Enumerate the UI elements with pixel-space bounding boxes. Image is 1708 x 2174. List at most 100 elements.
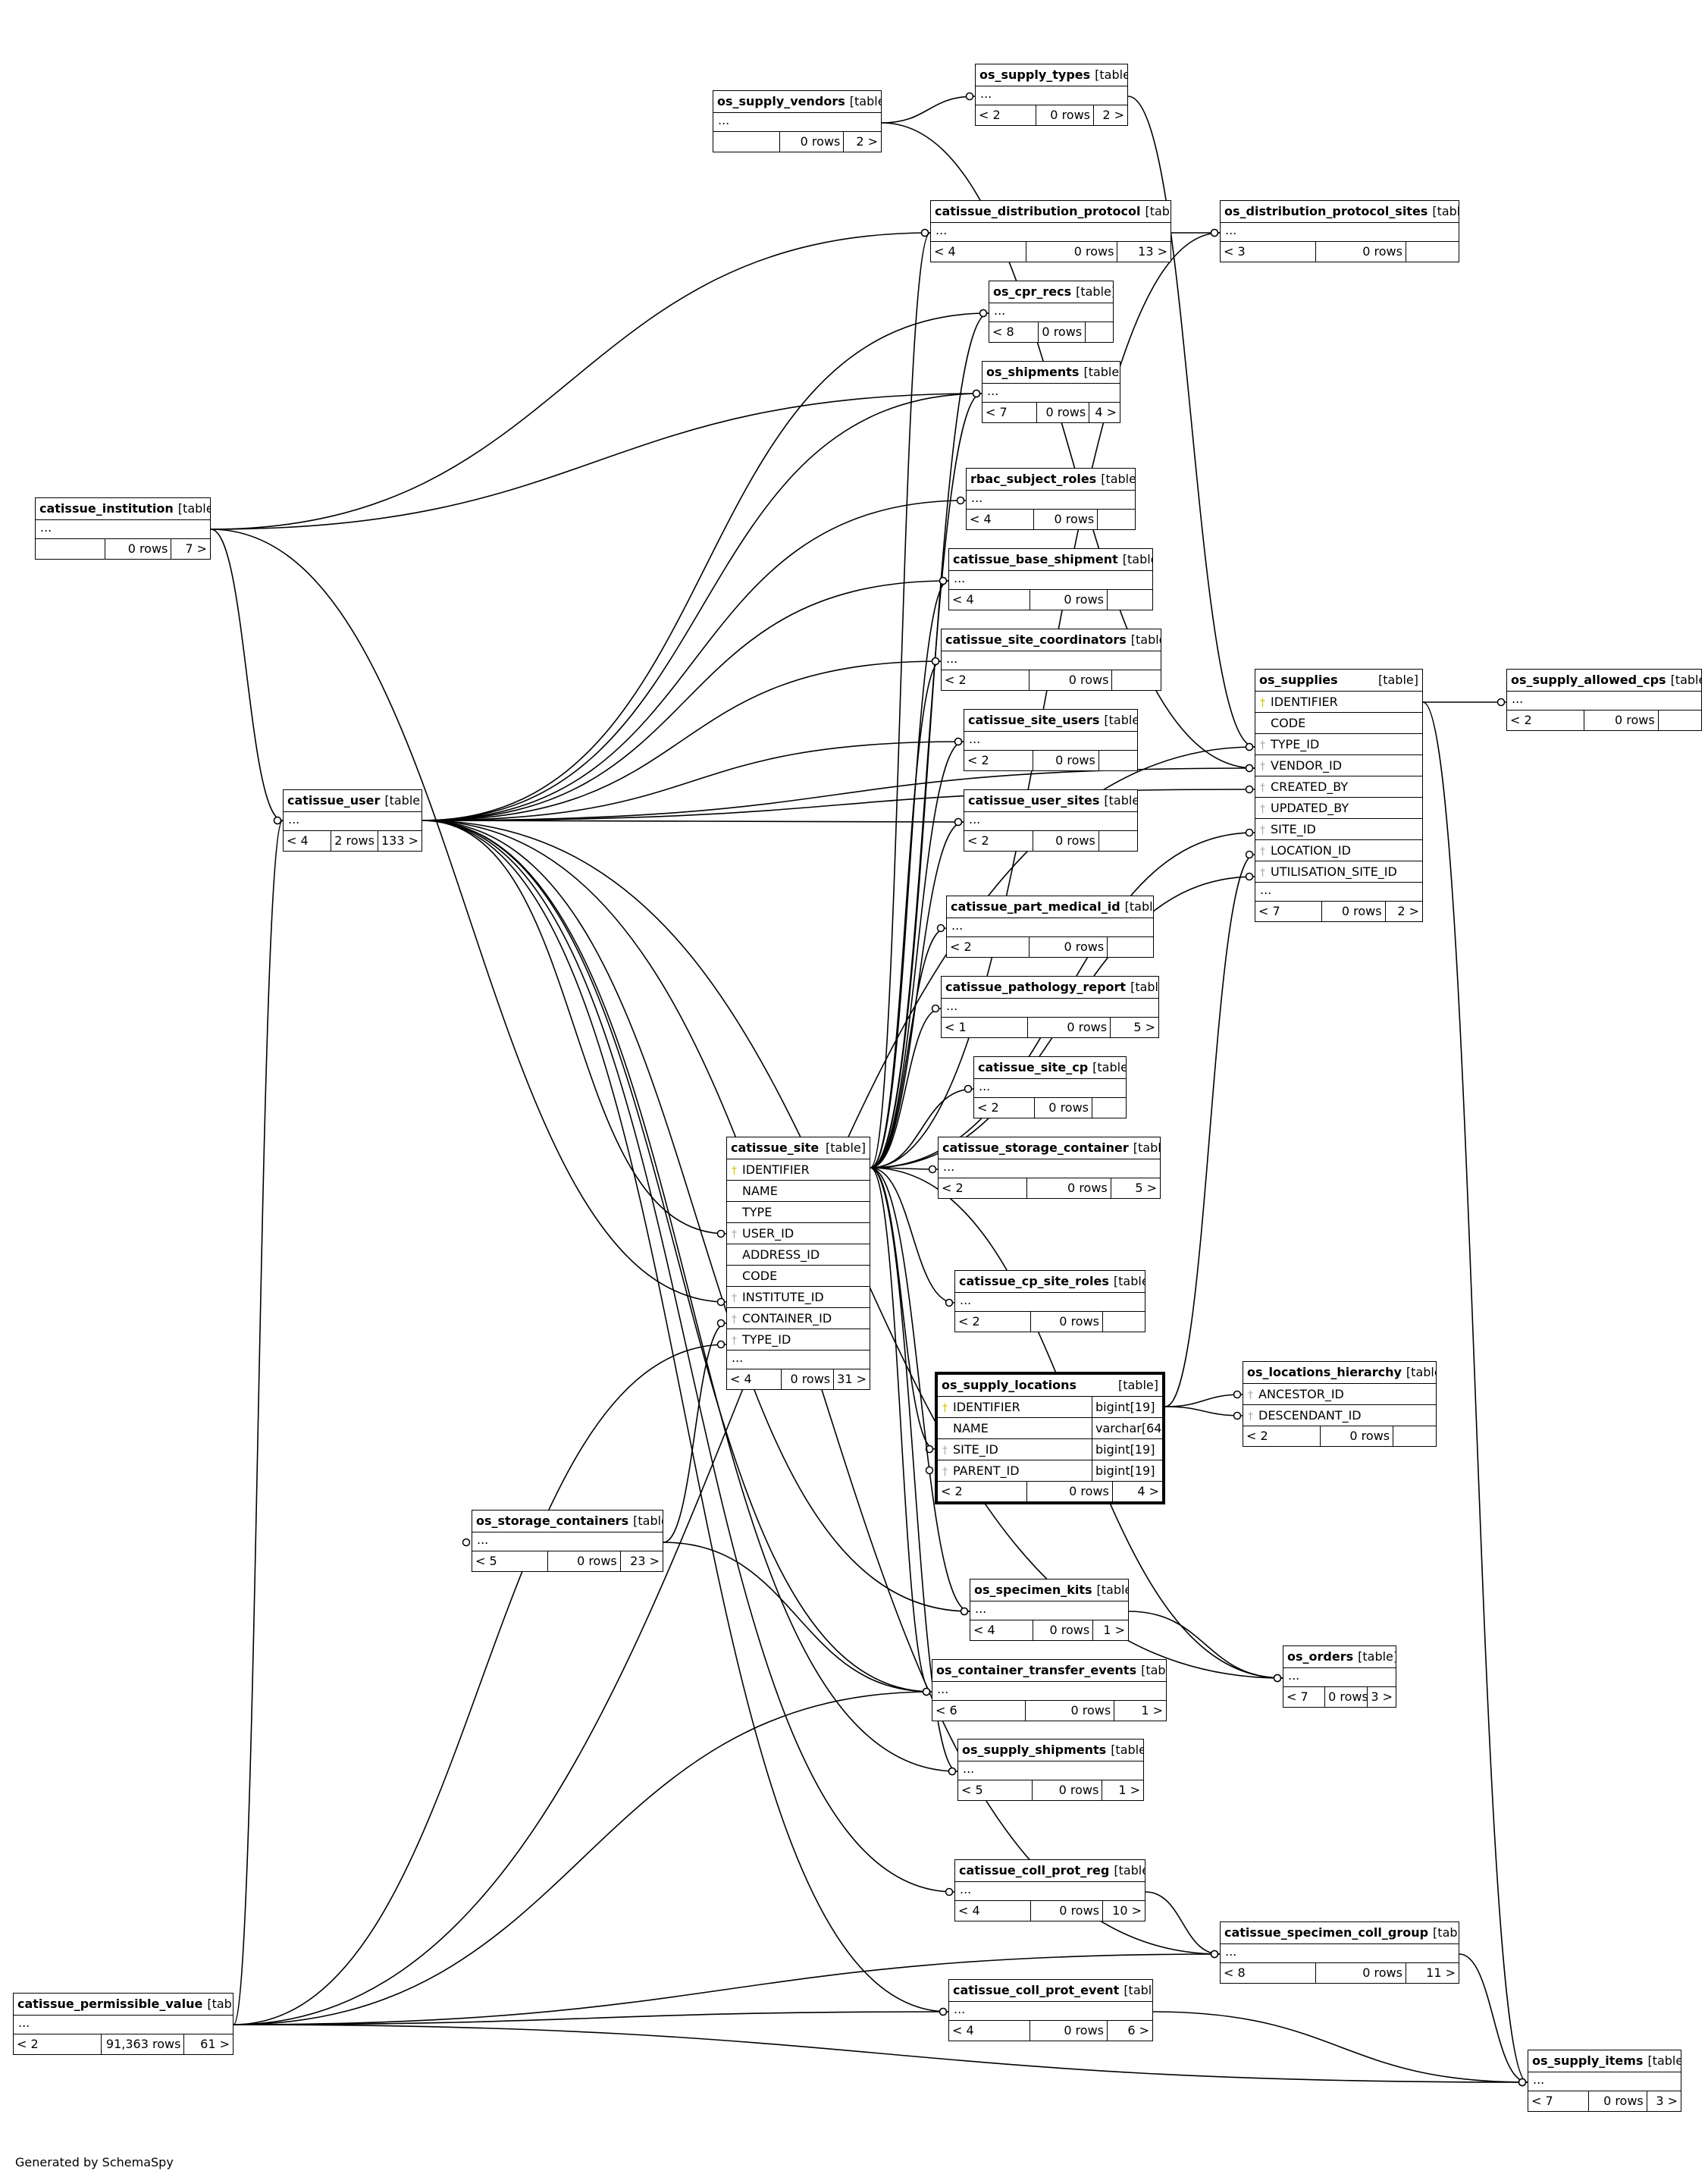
parent-count[interactable]: < 2 xyxy=(1243,1426,1321,1446)
table-name[interactable]: catissue_institution xyxy=(39,501,174,516)
parent-count[interactable]: < 5 xyxy=(958,1780,1033,1800)
table-header[interactable]: os_orders[table] xyxy=(1283,1646,1396,1668)
table-os-container-transfer-events[interactable]: os_container_transfer_events[table]...< … xyxy=(932,1659,1167,1721)
child-count[interactable]: 13 > xyxy=(1138,244,1167,259)
table-catissue-site-coordinators[interactable]: catissue_site_coordinators[table]...< 20… xyxy=(941,629,1161,691)
column-row[interactable]: †CONTAINER_ID xyxy=(727,1308,870,1329)
child-count[interactable]: 2 > xyxy=(1102,108,1124,122)
parent-count[interactable]: < 4 xyxy=(931,242,1027,262)
table-catissue-permissible-value[interactable]: catissue_permissible_value[table]...< 29… xyxy=(13,1993,233,2055)
child-count[interactable]: 23 > xyxy=(630,1554,660,1568)
column-row[interactable]: †TYPE_ID xyxy=(727,1329,870,1351)
parent-count[interactable]: < 7 xyxy=(1528,2091,1590,2111)
column-row[interactable]: †UPDATED_BY xyxy=(1255,798,1422,819)
child-count[interactable] xyxy=(1099,831,1137,851)
table-name[interactable]: catissue_storage_container xyxy=(942,1140,1129,1155)
parent-count[interactable]: < 8 xyxy=(1221,1963,1316,1983)
parent-count[interactable]: < 4 xyxy=(727,1369,782,1389)
column-row[interactable]: †USER_ID xyxy=(727,1223,870,1244)
child-count[interactable] xyxy=(1103,1312,1145,1332)
parent-count[interactable]: < 2 xyxy=(947,937,1030,957)
table-catissue-cp-site-roles[interactable]: catissue_cp_site_roles[table]...< 20 row… xyxy=(954,1270,1145,1332)
child-count[interactable] xyxy=(1092,1098,1126,1118)
table-header[interactable]: catissue_cp_site_roles[table] xyxy=(955,1271,1145,1293)
table-name[interactable]: os_supply_allowed_cps xyxy=(1511,673,1666,687)
column-row[interactable]: †ANCESTOR_ID xyxy=(1243,1384,1436,1405)
column-row[interactable]: †TYPE_ID xyxy=(1255,734,1422,755)
table-catissue-pathology-report[interactable]: catissue_pathology_report[table]...< 10 … xyxy=(941,976,1159,1038)
table-name[interactable]: catissue_distribution_protocol xyxy=(935,204,1141,218)
table-header[interactable]: catissue_distribution_protocol[table] xyxy=(931,201,1171,223)
table-os-distribution-protocol-sites[interactable]: os_distribution_protocol_sites[table]...… xyxy=(1220,200,1459,262)
table-name[interactable]: catissue_permissible_value xyxy=(17,1997,203,2011)
table-catissue-coll-prot-reg[interactable]: catissue_coll_prot_reg[table]...< 40 row… xyxy=(954,1859,1145,1921)
table-name[interactable]: catissue_base_shipment xyxy=(953,552,1118,566)
table-catissue-site-users[interactable]: catissue_site_users[table]...< 20 rows xyxy=(964,709,1138,771)
table-name[interactable]: catissue_cp_site_roles xyxy=(959,1274,1109,1288)
parent-count[interactable] xyxy=(713,132,781,152)
child-count[interactable]: 5 > xyxy=(1135,1181,1157,1195)
child-count[interactable]: 6 > xyxy=(1127,2023,1149,2038)
parent-count[interactable]: < 2 xyxy=(14,2034,102,2054)
table-catissue-user-sites[interactable]: catissue_user_sites[table]...< 20 rows xyxy=(964,789,1138,852)
child-count[interactable] xyxy=(1393,1426,1436,1446)
table-header[interactable]: os_supply_types[table] xyxy=(976,64,1127,86)
parent-count[interactable]: < 4 xyxy=(949,2021,1031,2041)
table-header[interactable]: os_container_transfer_events[table] xyxy=(932,1660,1166,1682)
table-name[interactable]: os_locations_hierarchy xyxy=(1247,1365,1402,1379)
column-row[interactable]: †SITE_ID xyxy=(1255,819,1422,840)
column-row[interactable]: CODE xyxy=(727,1266,870,1287)
table-name[interactable]: catissue_site_users xyxy=(968,713,1100,727)
table-header[interactable]: catissue_institution[table] xyxy=(36,498,210,520)
table-name[interactable]: os_orders xyxy=(1287,1649,1354,1664)
parent-count[interactable]: < 7 xyxy=(1255,902,1322,921)
parent-count[interactable]: < 1 xyxy=(942,1018,1029,1037)
table-name[interactable]: os_container_transfer_events xyxy=(936,1663,1137,1677)
table-header[interactable]: os_supply_items[table] xyxy=(1528,2050,1681,2072)
parent-count[interactable]: < 2 xyxy=(964,831,1034,851)
child-count[interactable]: 61 > xyxy=(200,2037,230,2051)
table-name[interactable]: catissue_site xyxy=(731,1140,820,1155)
table-os-locations-hierarchy[interactable]: os_locations_hierarchy[table]†ANCESTOR_I… xyxy=(1243,1361,1437,1447)
table-header[interactable]: catissue_site_cp[table] xyxy=(974,1057,1126,1079)
child-count[interactable]: 11 > xyxy=(1426,1965,1456,1980)
child-count[interactable]: 2 > xyxy=(1397,904,1419,918)
child-count[interactable] xyxy=(1108,590,1152,610)
child-count[interactable]: 2 > xyxy=(856,134,878,149)
table-header[interactable]: catissue_site_users[table] xyxy=(964,710,1137,732)
parent-count[interactable]: < 4 xyxy=(949,590,1031,610)
table-name[interactable]: os_shipments xyxy=(986,365,1080,379)
table-catissue-specimen-coll-group[interactable]: catissue_specimen_coll_group[table]...< … xyxy=(1220,1921,1459,1984)
column-row[interactable]: NAME xyxy=(727,1181,870,1202)
table-name[interactable]: os_supply_vendors xyxy=(717,94,845,108)
child-count[interactable] xyxy=(1659,711,1701,730)
table-os-supply-allowed-cps[interactable]: os_supply_allowed_cps[table]...< 20 rows xyxy=(1506,669,1702,731)
table-header[interactable]: catissue_permissible_value[table] xyxy=(14,1994,233,2016)
table-header[interactable]: catissue_specimen_coll_group[table] xyxy=(1221,1922,1459,1944)
child-count[interactable]: 133 > xyxy=(381,833,418,848)
child-count[interactable] xyxy=(1112,670,1161,690)
parent-count[interactable]: < 2 xyxy=(939,1178,1027,1198)
table-name[interactable]: rbac_subject_roles xyxy=(970,472,1097,486)
table-header[interactable]: os_distribution_protocol_sites[table] xyxy=(1221,201,1459,223)
child-count[interactable]: 7 > xyxy=(185,541,207,556)
parent-count[interactable]: < 7 xyxy=(982,403,1038,422)
parent-count[interactable]: < 4 xyxy=(967,510,1034,529)
parent-count[interactable]: < 2 xyxy=(974,1098,1035,1118)
table-name[interactable]: catissue_coll_prot_reg xyxy=(959,1863,1110,1878)
column-row[interactable]: †IDENTIFIER xyxy=(1255,692,1422,713)
table-catissue-distribution-protocol[interactable]: catissue_distribution_protocol[table]...… xyxy=(930,200,1171,262)
table-name[interactable]: catissue_site_cp xyxy=(978,1060,1089,1074)
table-header[interactable]: os_supply_allowed_cps[table] xyxy=(1507,670,1701,692)
table-name[interactable]: catissue_user_sites xyxy=(968,793,1100,808)
child-count[interactable] xyxy=(1406,242,1459,262)
table-header[interactable]: os_cpr_recs[table] xyxy=(989,281,1113,303)
column-row[interactable]: †INSTITUTE_ID xyxy=(727,1287,870,1308)
child-count[interactable]: 4 > xyxy=(1137,1484,1159,1498)
